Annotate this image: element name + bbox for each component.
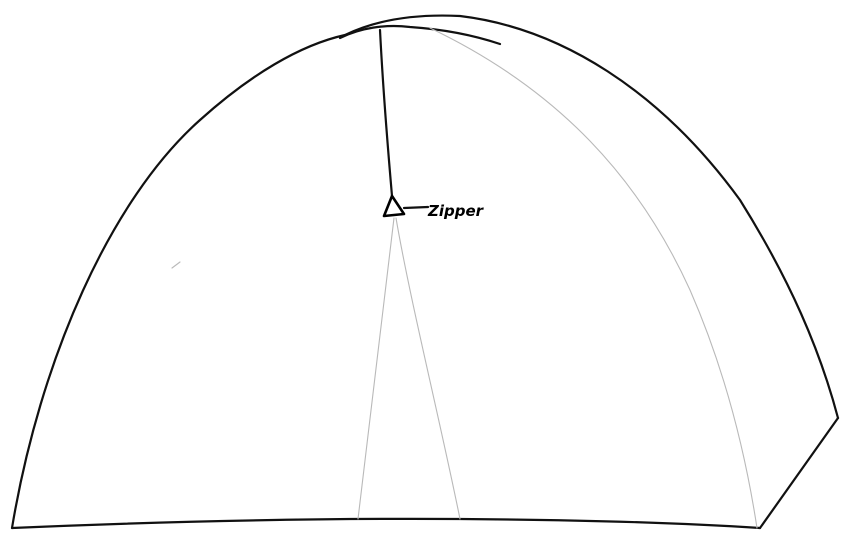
tent-right-corner (758, 416, 840, 530)
zipper-seam (378, 28, 394, 198)
tent-top-ridge (338, 24, 502, 46)
right-panel-seam (429, 27, 758, 529)
zipper-leader-line (402, 205, 430, 210)
door-flap-right (395, 217, 461, 520)
tent-ground-line (10, 517, 762, 530)
tent-dome-outline (10, 14, 840, 530)
stray-pencil-mark (171, 261, 181, 269)
door-flap-left (357, 217, 395, 520)
zipper-label: Zipper (427, 202, 485, 220)
zipper-pull-icon (382, 194, 406, 218)
